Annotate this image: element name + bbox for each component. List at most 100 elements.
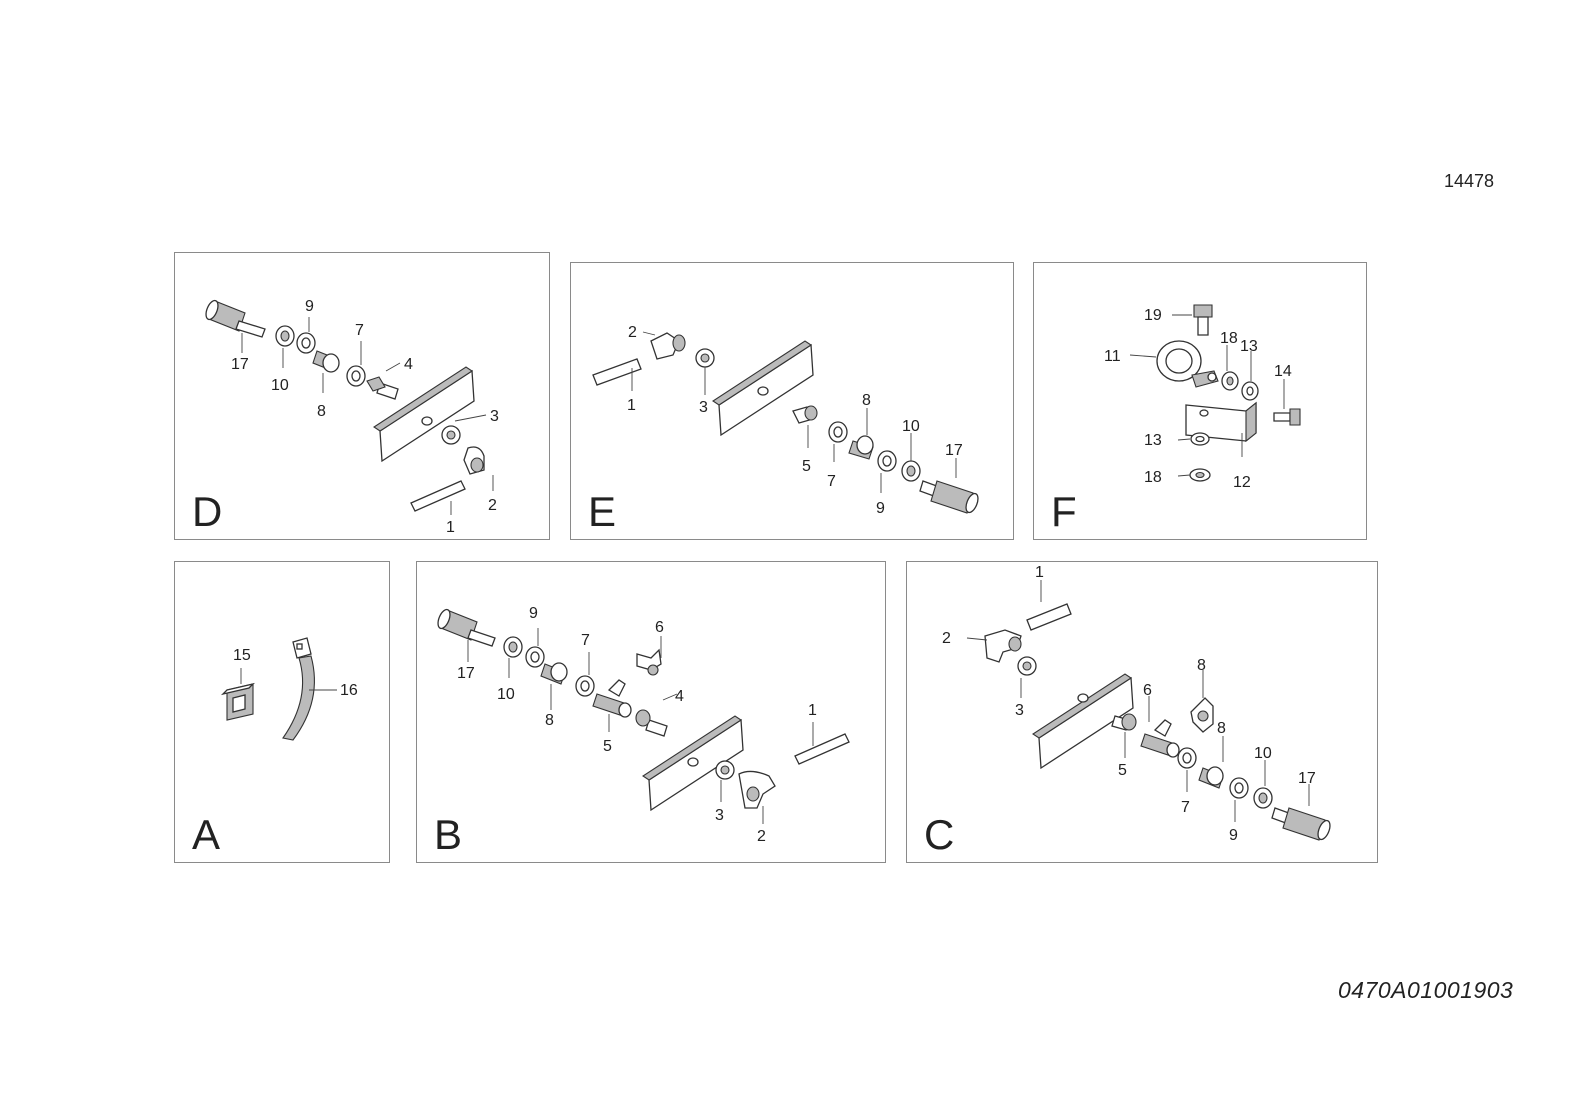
hose-icon (1271, 807, 1331, 841)
callout-5: 5 (1118, 762, 1127, 779)
callout-2: 2 (628, 324, 637, 341)
panel-letter: D (192, 488, 223, 535)
callout-12: 12 (1233, 474, 1251, 491)
bolt-icon (1111, 713, 1137, 731)
fitting-icon (540, 662, 568, 685)
panel-letter: C (924, 811, 955, 858)
fitting-icon (1198, 766, 1224, 789)
pipe-icon (592, 358, 642, 386)
callout-2: 2 (488, 497, 497, 514)
panel-b-drawing: 9 7 6 4 17 10 8 5 1 3 2 (437, 605, 850, 845)
bolt-icon (792, 405, 818, 424)
callout-1: 1 (627, 397, 636, 414)
bolt-icon (1273, 408, 1301, 426)
panel-a: 15 16 A (174, 561, 390, 863)
page-code: 0470A01001903 (1338, 977, 1514, 1003)
callout-7: 7 (581, 632, 590, 649)
panel-d: 9 7 4 17 10 8 3 2 1 D (174, 252, 550, 540)
callout-2: 2 (757, 828, 766, 845)
clamp-icon (1156, 340, 1219, 388)
callout-4: 4 (675, 688, 684, 705)
washer-icon (1229, 777, 1249, 799)
callout-3: 3 (699, 399, 708, 416)
callout-13: 13 (1240, 338, 1258, 355)
cable-tie-icon (282, 637, 315, 741)
callout-9: 9 (305, 298, 314, 315)
callout-14: 14 (1274, 363, 1292, 380)
callout-2: 2 (942, 630, 951, 647)
callout-15: 15 (233, 647, 251, 664)
callout-7: 7 (1181, 799, 1190, 816)
nut-icon (275, 325, 295, 347)
callout-16: 16 (340, 682, 358, 699)
pipe-icon (794, 733, 850, 765)
nut-icon (1253, 787, 1273, 809)
wing-nut-icon (1190, 697, 1214, 733)
callout-8: 8 (317, 403, 326, 420)
callout-5: 5 (603, 738, 612, 755)
elbow-icon (650, 332, 686, 360)
hose-icon (437, 608, 496, 647)
elbow-icon (463, 446, 485, 475)
wing-nut-icon (636, 648, 662, 676)
callout-3: 3 (715, 807, 724, 824)
callout-8: 8 (1217, 720, 1226, 737)
callout-17: 17 (945, 442, 963, 459)
callout-11: 11 (1104, 348, 1121, 365)
bracket-icon (712, 340, 814, 437)
callout-8: 8 (1197, 657, 1206, 674)
panel-letter: A (192, 811, 221, 858)
panel-c-drawing: 1 2 3 8 6 8 5 10 17 7 9 (942, 564, 1331, 844)
callout-4: 4 (404, 356, 413, 373)
callout-10: 10 (271, 377, 289, 394)
callout-8: 8 (545, 712, 554, 729)
callout-7: 7 (827, 473, 836, 490)
panel-c: 1 2 3 8 6 8 5 10 17 7 9 C (906, 561, 1378, 863)
panel-f-drawing: 19 18 13 11 14 13 12 18 (1104, 304, 1301, 491)
callout-9: 9 (876, 500, 885, 517)
callout-1: 1 (446, 519, 455, 536)
washer-icon (296, 332, 316, 354)
nut-icon (441, 425, 461, 445)
panel-e: 2 1 3 8 10 17 5 7 9 E (570, 262, 1014, 540)
washer-icon (877, 450, 897, 472)
callout-1: 1 (808, 702, 817, 719)
fitting-icon (312, 350, 340, 373)
panel-letter: E (588, 488, 617, 535)
callout-10: 10 (902, 418, 920, 435)
washer-icon (575, 675, 595, 697)
bracket-icon (1032, 673, 1134, 770)
grommet-icon (220, 682, 256, 721)
tee-fitting-icon (1140, 719, 1180, 758)
washer-icon (1241, 381, 1259, 401)
hose-icon (205, 299, 266, 338)
washer-icon (1177, 747, 1197, 769)
nut-icon (1189, 468, 1211, 482)
elbow-icon (984, 629, 1022, 663)
callout-6: 6 (655, 619, 664, 636)
callout-10: 10 (497, 686, 515, 703)
washer-icon (1190, 432, 1210, 446)
panel-letter: B (434, 811, 463, 858)
callout-9: 9 (529, 605, 538, 622)
pipe-icon (410, 480, 466, 512)
fitting-icon (848, 435, 874, 460)
callout-8: 8 (862, 392, 871, 409)
panel-f: 19 18 13 11 14 13 12 18 F (1033, 262, 1367, 540)
bracket-icon (642, 715, 744, 812)
callout-3: 3 (490, 408, 499, 425)
hose-icon (919, 480, 979, 514)
washer-icon (346, 365, 366, 387)
callout-9: 9 (1229, 827, 1238, 844)
washer-icon (525, 646, 545, 668)
nut-icon (503, 636, 523, 658)
callout-17: 17 (1298, 770, 1316, 787)
callout-10: 10 (1254, 745, 1272, 762)
pipe-icon (1026, 603, 1072, 631)
nut-icon (1221, 371, 1239, 391)
panel-e-drawing: 2 1 3 8 10 17 5 7 9 (592, 324, 979, 517)
callout-18: 18 (1144, 469, 1162, 486)
callout-18: 18 (1220, 330, 1238, 347)
tee-fitting-icon (592, 679, 632, 718)
nut-icon (1017, 656, 1037, 676)
